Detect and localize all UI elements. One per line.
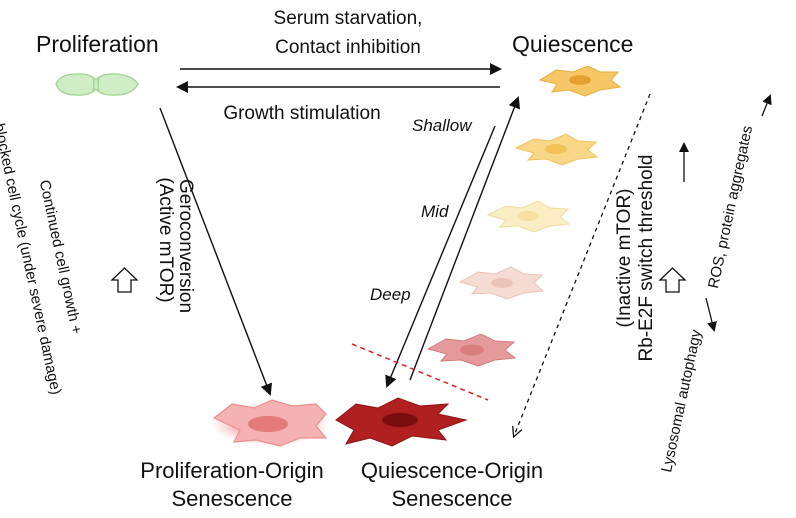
proliferation-label: Proliferation (36, 31, 159, 57)
lysosomal-autophagy-label: Lysosomal autophagy (658, 328, 705, 474)
ros-protein-aggregates-label: ROS, protein aggregates (705, 124, 756, 290)
quiescent-cell-mid-2 (486, 200, 571, 233)
quiescence-label: Quiescence (512, 31, 633, 57)
serum-starvation-label: Serum starvation, (274, 8, 423, 29)
proliferation-origin-label-line2: Senescence (171, 486, 292, 511)
shallow-label: Shallow (412, 116, 473, 135)
geroconversion-label: Geroconversion (175, 179, 196, 313)
rb-open-arrow (658, 267, 687, 293)
senescence-threshold-line (351, 343, 489, 401)
deep-label: Deep (370, 285, 411, 304)
reversal-arrow (409, 96, 521, 381)
rb-e2f-threshold-label: Rb-E2F switch threshold (636, 155, 657, 362)
proliferating-cell (55, 73, 139, 96)
active-mtor-label: (Active mTOR) (155, 177, 176, 302)
deepening-dotted-arrow (514, 93, 651, 436)
proliferation-origin-label-line1: Proliferation-Origin (140, 458, 323, 483)
inactive-mtor-label: (Inactive mTOR) (614, 188, 635, 327)
quiescent-cell-deep-1 (458, 266, 545, 300)
mid-label: Mid (421, 202, 449, 221)
quiescence-origin-label-line1: Quiescence-Origin (361, 458, 543, 483)
contact-inhibition-label: Contact inhibition (275, 37, 421, 58)
quiescence-origin-label-line2: Senescence (391, 486, 512, 511)
ros-up-arrow (761, 94, 772, 117)
proliferation-origin-senescent-cell (210, 399, 330, 447)
continued-growth-open-arrow (110, 267, 139, 293)
quiescence-origin-senescent-cell (335, 397, 468, 447)
quiescent-cell-shallow (538, 65, 622, 97)
lysosomal-down-arrow (705, 297, 717, 332)
quiescent-cell-mid-1 (514, 133, 599, 166)
geroconversion-arrow (159, 107, 273, 396)
growth-stimulation-label: Growth stimulation (223, 103, 380, 124)
deepening-arrow (385, 125, 496, 388)
quiescent-cell-deep-2 (426, 333, 517, 367)
